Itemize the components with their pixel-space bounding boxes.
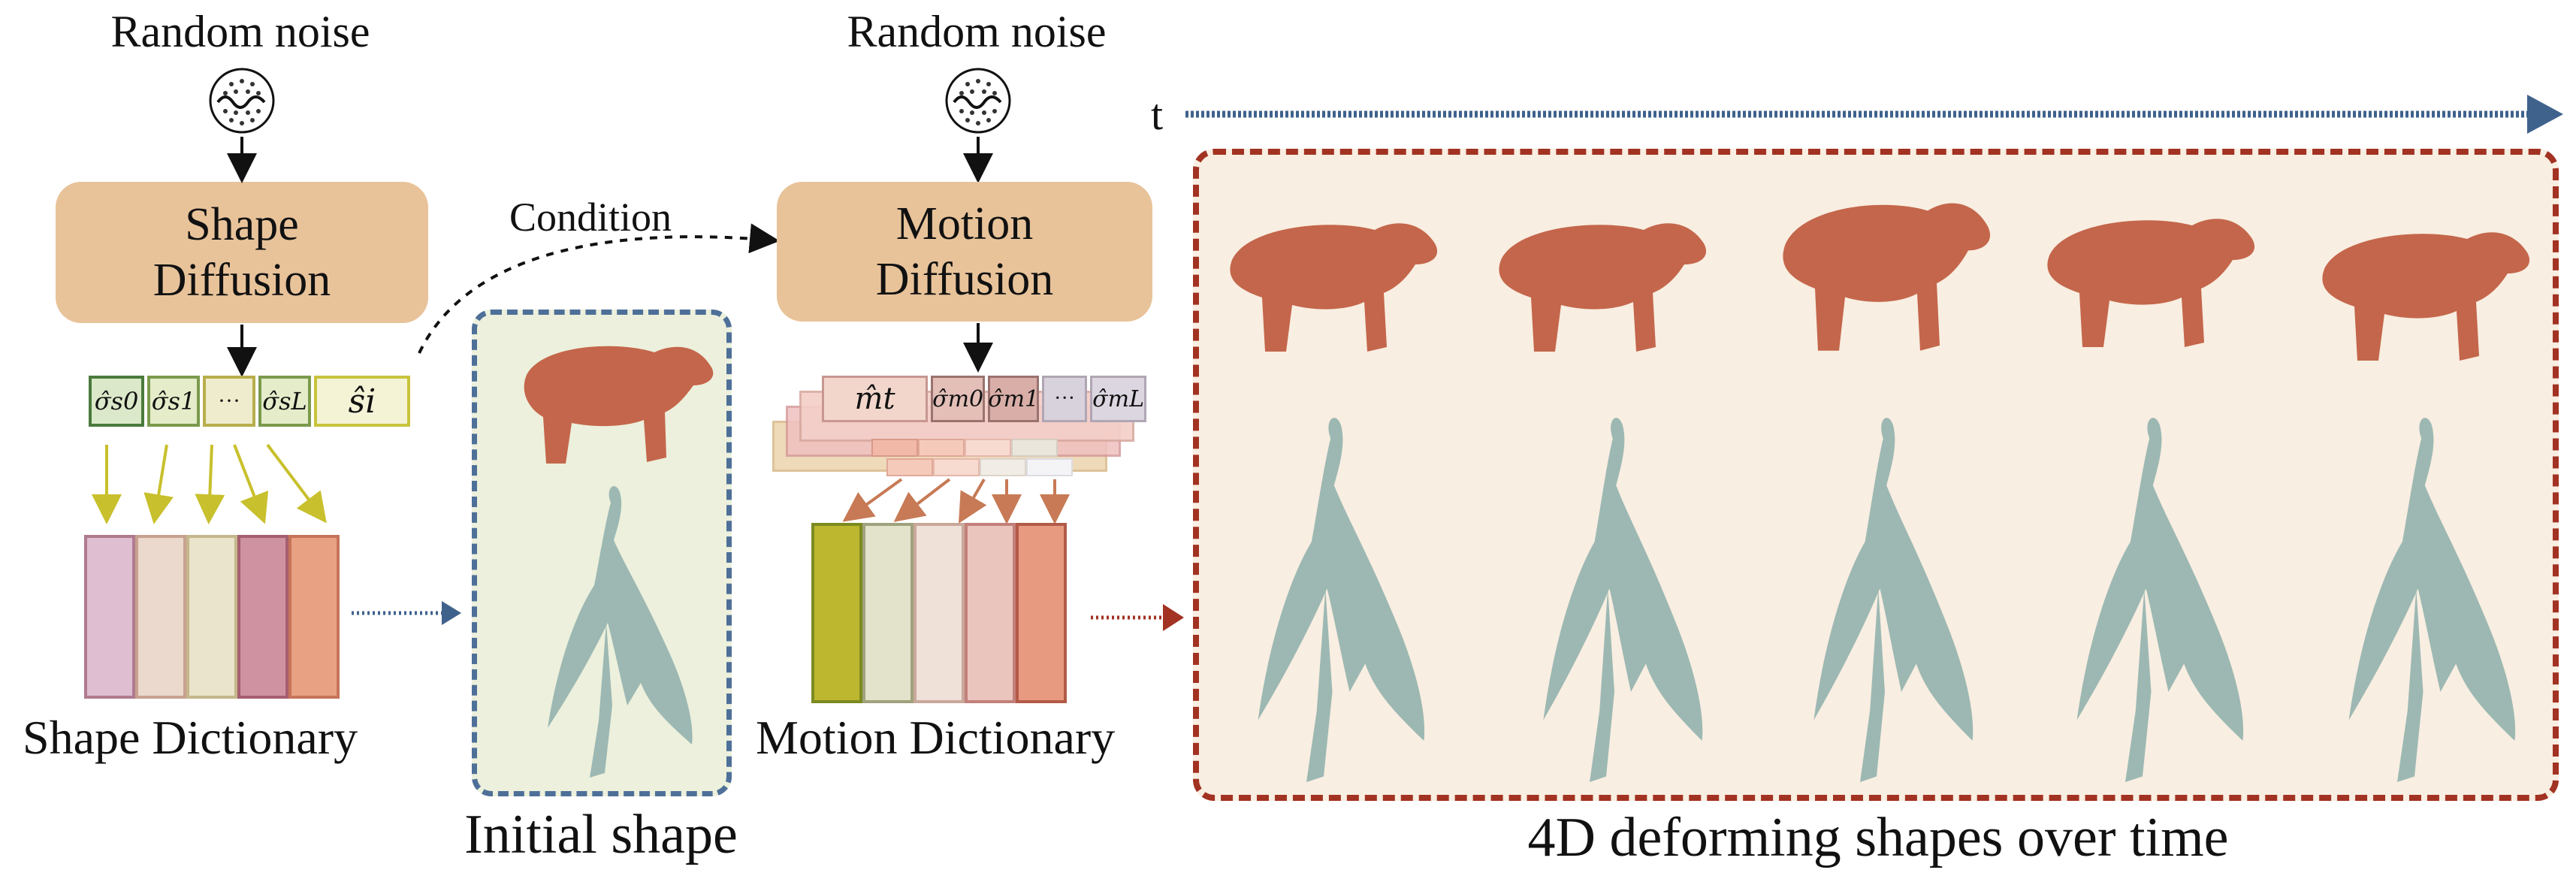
initial-bear-shape (524, 346, 714, 464)
condition-arrow (418, 223, 780, 354)
dictionary-entry (186, 535, 237, 699)
dictionary-entry (914, 523, 965, 703)
bear-frame-4 (2047, 219, 2255, 347)
shape-code-vector: σ̂s0 σ̂s1 ··· σ̂sL ŝi (89, 376, 410, 427)
motion-code-token: m̂t (822, 376, 929, 422)
bear-frame-2 (1499, 223, 1707, 352)
motion-code-token: σ̂mL (1090, 376, 1146, 422)
shape-diffusion-box: Shape Diffusion (56, 182, 428, 323)
dictionary-entry (135, 535, 186, 699)
dragon-frame-4 (2076, 418, 2244, 782)
motion-diffusion-line2: Diffusion (875, 254, 1054, 305)
condition-label: Condition (509, 195, 672, 240)
shape-code-token: σ̂s1 (147, 376, 200, 427)
dragon-frame-5 (2348, 418, 2516, 782)
motion-code-subblocks (871, 439, 1097, 476)
motion-code-token: σ̂m1 (988, 376, 1039, 422)
time-axis-label: t (1151, 90, 1164, 139)
motion-diffusion-line1: Motion (895, 198, 1034, 249)
motion-diffusion-box: Motion Diffusion (777, 182, 1152, 322)
motion-dictionary (811, 523, 1067, 703)
motion-code-token: σ̂m0 (931, 376, 986, 422)
output-panel (1193, 149, 2559, 801)
motion-code-token: ··· (1042, 376, 1088, 422)
shape-code-token: ŝi (314, 376, 410, 427)
motion-noise-icon (945, 68, 1011, 134)
motion-noise-label: Random noise (847, 7, 1107, 56)
shape-noise-icon (209, 68, 275, 134)
shape-code-token: ··· (203, 376, 255, 427)
initial-shape-panel (472, 310, 732, 796)
time-arrow-head (2527, 95, 2563, 134)
dictionary-entry (862, 523, 914, 703)
motion-dictionary-label: Motion Dictionary (756, 711, 1116, 764)
dragon-frame-3 (1813, 418, 1974, 782)
shape-noise-label: Random noise (110, 7, 370, 56)
dragon-frame-2 (1543, 418, 1703, 782)
shape-diffusion-line2: Diffusion (153, 255, 331, 306)
dictionary-entry (965, 523, 1016, 703)
shape-code-token: σ̂sL (258, 376, 311, 427)
motion-code-vector: m̂t σ̂m0 σ̂m1 ··· σ̂mL (822, 376, 1146, 422)
dictionary-entry (1016, 523, 1067, 703)
shape-dictionary-label: Shape Dictionary (23, 711, 358, 764)
dictionary-entry (237, 535, 288, 699)
initial-shape-label: Initial shape (464, 804, 738, 865)
dragon-frame-1 (1258, 418, 1425, 782)
output-label: 4D deforming shapes over time (1527, 807, 2229, 868)
shape-dictionary (84, 535, 340, 699)
bear-frame-3 (1783, 203, 1991, 351)
shape-code-token: σ̂s0 (89, 376, 144, 427)
deforming-sequence (1230, 203, 2530, 782)
initial-dragon-shape (548, 486, 693, 778)
bear-frame-1 (1230, 223, 1438, 352)
bear-frame-5 (2322, 232, 2530, 361)
dictionary-entry (84, 535, 135, 699)
shape-diffusion-line1: Shape (185, 198, 299, 250)
dictionary-entry (288, 535, 340, 699)
dictionary-entry (811, 523, 862, 703)
